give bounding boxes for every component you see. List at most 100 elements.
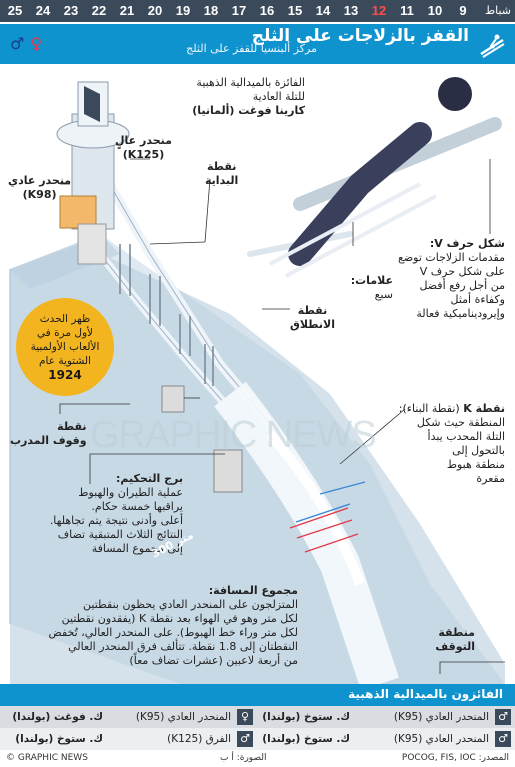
- first-event-line: ظهر الحدث: [39, 313, 91, 325]
- female-icon: ♀: [30, 34, 43, 53]
- large-hill-name: منحدر عالٍ: [115, 134, 172, 147]
- start-point-line-2: البداية: [205, 174, 239, 187]
- v-style-note: شكل حرف V: مقدمات الزلاجات توضع على شكل …: [398, 237, 505, 321]
- month-label: شباط: [484, 4, 511, 17]
- winner-cell: ك. فوغت (بولندا): [12, 711, 103, 723]
- winner-name: كارينا فوغت (ألمانيا): [192, 104, 305, 117]
- page-title: القفز بالزلاجات على الثلج: [251, 26, 469, 46]
- large-hill-label: منحدر عالٍ (K125): [115, 134, 172, 162]
- date-cell: 19: [175, 3, 191, 18]
- event-cell: الفرق (K125): [167, 733, 231, 745]
- marks-note: علامات: سبع: [351, 274, 393, 302]
- winner-note: الفائزة بالميدالية الذهبية للتلة العادية…: [192, 76, 305, 118]
- marks-title: علامات:: [350, 274, 393, 287]
- k-point-line: المنطقة حيث شكل: [416, 416, 505, 429]
- distance-title: مجموع المسافة:: [208, 584, 298, 597]
- date-cell: 24: [35, 3, 51, 18]
- first-event-year: 1924: [48, 368, 82, 382]
- gold-medal-table: الفائزون بالميدالية الذهبية ♂ المنحدر ال…: [0, 684, 515, 754]
- start-point-label: نقطة البداية: [205, 160, 238, 188]
- stop-zone-line-2: التوقف: [435, 640, 475, 653]
- distance-line: النقطتان إلى 1.8 نقطة. تتألف فرق المنحدر…: [68, 640, 298, 653]
- date-cell: 21: [119, 3, 135, 18]
- normal-hill-name: منحدر عادي: [8, 174, 72, 187]
- skier-photo: [247, 77, 502, 278]
- event-cell: المنحدر العادي (K95): [393, 711, 489, 723]
- judges-line: عملية الطيران والهبوط: [78, 486, 183, 499]
- k-point-subtitle: (نقطة البناء):: [398, 402, 460, 415]
- table-row: ♂ المنحدر العادي (K95) ك. ستوخ (بولندا) …: [0, 706, 515, 728]
- distance-line: لكل متر وراء خط الهبوط). على المنحدر الع…: [48, 626, 298, 639]
- takeoff-line-2: الانطلاق: [290, 318, 335, 331]
- distance-line: لكل متر وهو في الهواء بعد نقطة K (يفقدون…: [61, 612, 298, 625]
- date-cell: 22: [91, 3, 107, 18]
- winner-cell: ك. ستوخ (بولندا): [262, 711, 350, 723]
- v-style-line: من أجل رفع أفضل: [419, 279, 505, 292]
- coach-stand: [161, 385, 185, 413]
- takeoff-label: نقطة الانطلاق: [290, 304, 335, 332]
- graphic-news-watermark: GRAPHIC NEWS: [90, 414, 377, 456]
- date-cell: 17: [231, 3, 247, 18]
- k-point-title: نقطة K: [463, 402, 505, 415]
- ski-jump-icon: [480, 34, 505, 58]
- normal-hill-label: منحدر عادي (K98): [8, 174, 71, 202]
- normal-hill-k: (K98): [22, 188, 57, 201]
- date-cell: 20: [147, 3, 163, 18]
- gender-icons: ♂ ♀: [10, 34, 42, 53]
- distance-line: المتزلجون على المنحدر العادي يحظون بنقطت…: [83, 598, 298, 611]
- k-point-line: منطقة هبوط: [446, 458, 505, 471]
- table-title: الفائزون بالميدالية الذهبية: [348, 687, 503, 701]
- male-icon: ♂: [10, 34, 25, 53]
- winner-cell: ك. ستوخ (بولندا): [15, 733, 103, 745]
- v-style-line: مقدمات الزلاجات توضع: [397, 251, 505, 264]
- first-event-line: الألعاب الأولمبية: [30, 341, 100, 353]
- first-event-line: الشتوية عام: [39, 355, 91, 367]
- source-credit: المصدر: POCOG, FIS, IOC: [401, 753, 509, 763]
- table-header: [0, 684, 515, 706]
- v-style-line: وكفاءة أمثل: [450, 293, 506, 306]
- date-cell: 18: [203, 3, 219, 18]
- landing-slope: [214, 381, 399, 684]
- v-style-line: على شكل حرف V: [419, 265, 505, 278]
- marks-value: سبع: [374, 288, 393, 301]
- stop-zone-line-1: منطقة: [438, 626, 475, 639]
- copyright: © GRAPHIC NEWS: [6, 753, 88, 763]
- v-style-line: وإيروديناميكية فعالة: [416, 307, 505, 320]
- judges-title: برج التحكيم:: [116, 472, 183, 485]
- start-point-line-1: نقطة: [206, 160, 237, 173]
- judges-line: أعلى وأدنى نتيجة يتم تجاهلها.: [49, 514, 183, 527]
- ski-jump-illustration: الفائزة بالميدالية الذهبية للتلة العادية…: [0, 64, 515, 684]
- date-cell: 9: [459, 3, 467, 18]
- male-icon: ♂: [495, 731, 511, 747]
- distance-line: من أربعة لاعبين (عشرات تضاف معاً): [129, 654, 298, 667]
- first-event-badge: ظهر الحدث لأول مرة في الألعاب الأولمبية …: [16, 298, 114, 396]
- judges-tower: [213, 449, 243, 493]
- female-icon: ♀: [237, 709, 253, 725]
- distance-note: مجموع المسافة: المتزلجون على المنحدر الع…: [8, 584, 298, 668]
- coach-line-2: وقوف المدرب: [10, 434, 87, 447]
- date-cell: 15: [287, 3, 303, 18]
- footer: © GRAPHIC NEWS الصورة: أ ب المصدر: POCOG…: [0, 752, 515, 767]
- judges-line: يراقبها خمسة حكام.: [91, 500, 183, 513]
- k-point-note: نقطة K (نقطة البناء): المنطقة حيث شكل ال…: [399, 402, 505, 486]
- event-cell: المنحدر العادي (K95): [393, 733, 489, 745]
- date-cell: 23: [63, 3, 79, 18]
- tower-ramp: [59, 195, 97, 229]
- v-style-title: شكل حرف V:: [429, 237, 505, 250]
- first-event-line: لأول مرة في: [36, 327, 94, 339]
- coach-line-1: نقطة: [57, 420, 87, 433]
- date-cell: 11: [400, 3, 414, 18]
- k-point-line: بالتحول إلى: [452, 444, 505, 457]
- date-cell: 25: [7, 3, 23, 18]
- k-point-line: مقعرة: [476, 472, 505, 485]
- takeoff-line-1: نقطة: [297, 304, 328, 317]
- date-cell: 10: [427, 3, 443, 18]
- event-cell: المنحدر العادي (K95): [135, 711, 231, 723]
- large-hill-k: (K125): [122, 148, 165, 161]
- judges-note: برج التحكيم: عملية الطيران والهبوط يراقب…: [8, 472, 183, 556]
- date-cell: 16: [259, 3, 275, 18]
- stop-zone-label: منطقة التوقف: [435, 626, 475, 654]
- ski-jump-diagram: [9, 77, 505, 684]
- winner-line-2: للتلة العادية: [252, 90, 305, 103]
- judges-line: النتائج الثلاث المتبقية تضاف: [57, 528, 183, 541]
